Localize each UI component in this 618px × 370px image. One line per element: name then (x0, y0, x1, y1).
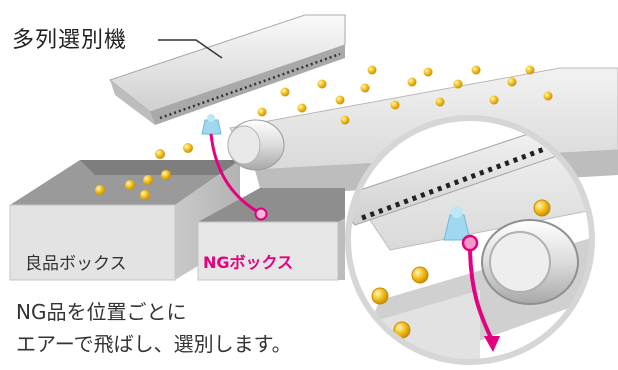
arrow-icon (209, 133, 268, 221)
sorting-machine (108, 14, 346, 125)
ejected-item-icon (254, 207, 268, 221)
good-box-label: 良品ボックス (25, 254, 127, 274)
ng-box (197, 188, 345, 281)
ng-box-label: NGボックス (203, 253, 294, 272)
description-line-1: NG品を位置ごとに (16, 300, 187, 324)
zoom-ejected-item-icon (461, 234, 479, 252)
description-line-2: エアーで飛ばし、選別します。 (16, 332, 292, 356)
machine-label: 多列選別機 (12, 28, 128, 53)
belt-roller (227, 119, 285, 171)
belt-items (257, 65, 553, 125)
machine-leader-line (158, 39, 223, 59)
machine-holes (159, 52, 341, 120)
air-nozzle-icon (201, 114, 222, 135)
zoom-arrow-icon (468, 244, 494, 341)
good-items (95, 143, 193, 200)
